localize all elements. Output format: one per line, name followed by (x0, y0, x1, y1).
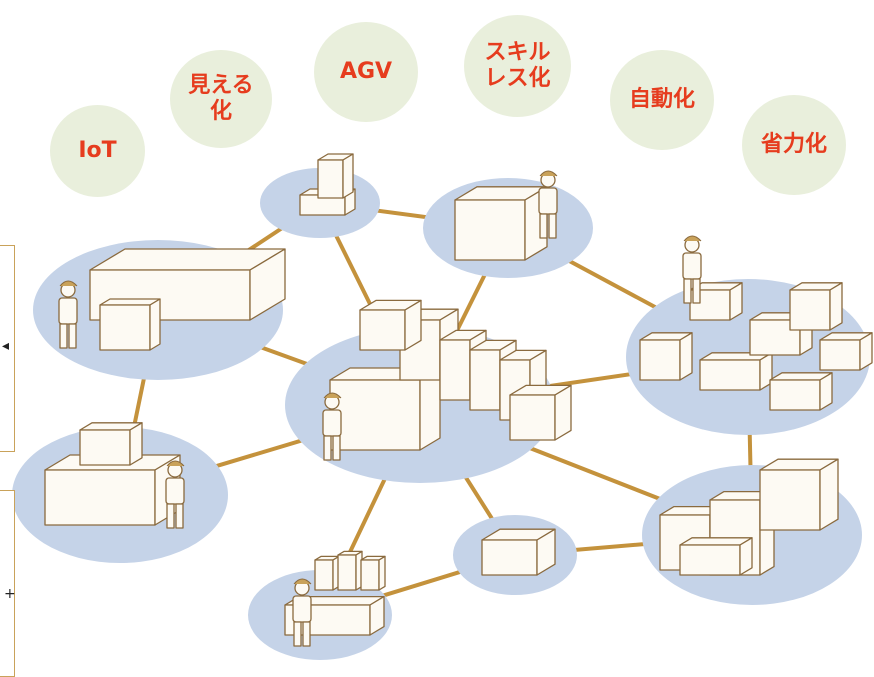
forklift-icon (299, 153, 356, 216)
arrow-mark-top: ◂ (2, 338, 10, 354)
bubble-iot-label: IoT (78, 138, 117, 163)
bubble-iot: IoT (50, 105, 145, 197)
machine-illustrations (44, 153, 873, 647)
bubble-jidoka-label: 自動化 (628, 87, 695, 112)
bubble-mieruka: 見える 化 (170, 50, 272, 148)
printing-press-icon (322, 299, 572, 461)
cutting-machine-icon (454, 170, 558, 261)
bubble-shoryokuka: 省力化 (742, 95, 846, 195)
bubble-agv: AGV (314, 22, 418, 122)
bubble-skillless: スキル レス化 (464, 15, 571, 117)
plus-mark-bottom: + (4, 586, 16, 602)
bubble-agv-label: AGV (339, 59, 393, 84)
left-edge-panel-bottom (0, 490, 15, 677)
bubble-shoryokuka-label: 省力化 (760, 132, 827, 157)
bubble-mieruka-label: 見える 化 (188, 73, 254, 124)
bubble-skillless-label: スキル レス化 (484, 40, 551, 91)
bubble-jidoka: 自動化 (610, 50, 714, 150)
left-edge-panel-top (0, 245, 15, 452)
cardboard-boxes-icon (639, 235, 873, 411)
binding-machine-icon (44, 422, 185, 529)
process-nodes (12, 168, 870, 660)
packaging-machine-icon (659, 458, 839, 576)
computer-workstation-icon (284, 550, 386, 647)
printer-icon (481, 528, 556, 576)
collating-machine-icon (58, 248, 286, 351)
